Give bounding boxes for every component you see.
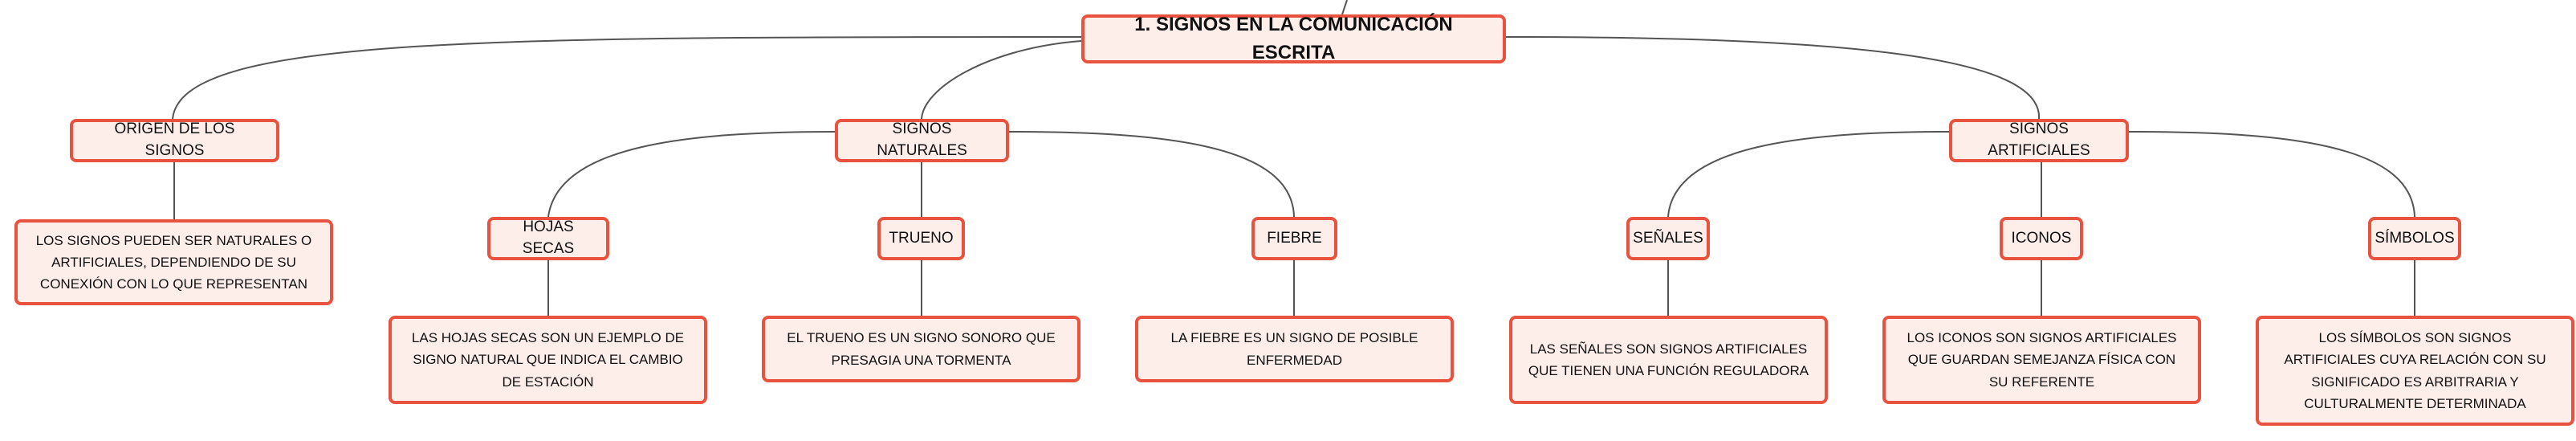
hojas-node[interactable]: HOJAS SECAS xyxy=(487,217,609,260)
root-node[interactable]: 1. SIGNOS EN LA COMUNICACIÓN ESCRITA xyxy=(1081,14,1506,63)
senales-node[interactable]: SEÑALES xyxy=(1626,217,1710,260)
iconos-detail: LOS ICONOS SON SIGNOS ARTIFICIALES QUE G… xyxy=(1882,316,2201,404)
simbolos-detail: LOS SÍMBOLOS SON SIGNOS ARTIFICIALES CUY… xyxy=(2256,316,2574,426)
trueno-node[interactable]: TRUENO xyxy=(877,217,965,260)
origen-node[interactable]: ORIGEN DE LOS SIGNOS xyxy=(70,119,279,162)
simbolos-node[interactable]: SÍMBOLOS xyxy=(2368,217,2461,260)
artificiales-node[interactable]: SIGNOS ARTIFICIALES xyxy=(1949,119,2129,162)
iconos-node[interactable]: ICONOS xyxy=(2000,217,2083,260)
fiebre-detail: LA FIEBRE ES UN SIGNO DE POSIBLE ENFERME… xyxy=(1135,316,1454,382)
hojas-detail: LAS HOJAS SECAS SON UN EJEMPLO DE SIGNO … xyxy=(389,316,707,404)
trueno-detail: EL TRUENO ES UN SIGNO SONORO QUE PRESAGI… xyxy=(762,316,1080,382)
fiebre-node[interactable]: FIEBRE xyxy=(1251,217,1337,260)
naturales-node[interactable]: SIGNOS NATURALES xyxy=(835,119,1009,162)
senales-detail: LAS SEÑALES SON SIGNOS ARTIFICIALES QUE … xyxy=(1509,316,1828,404)
origen-detail: LOS SIGNOS PUEDEN SER NATURALES O ARTIFI… xyxy=(14,219,333,305)
